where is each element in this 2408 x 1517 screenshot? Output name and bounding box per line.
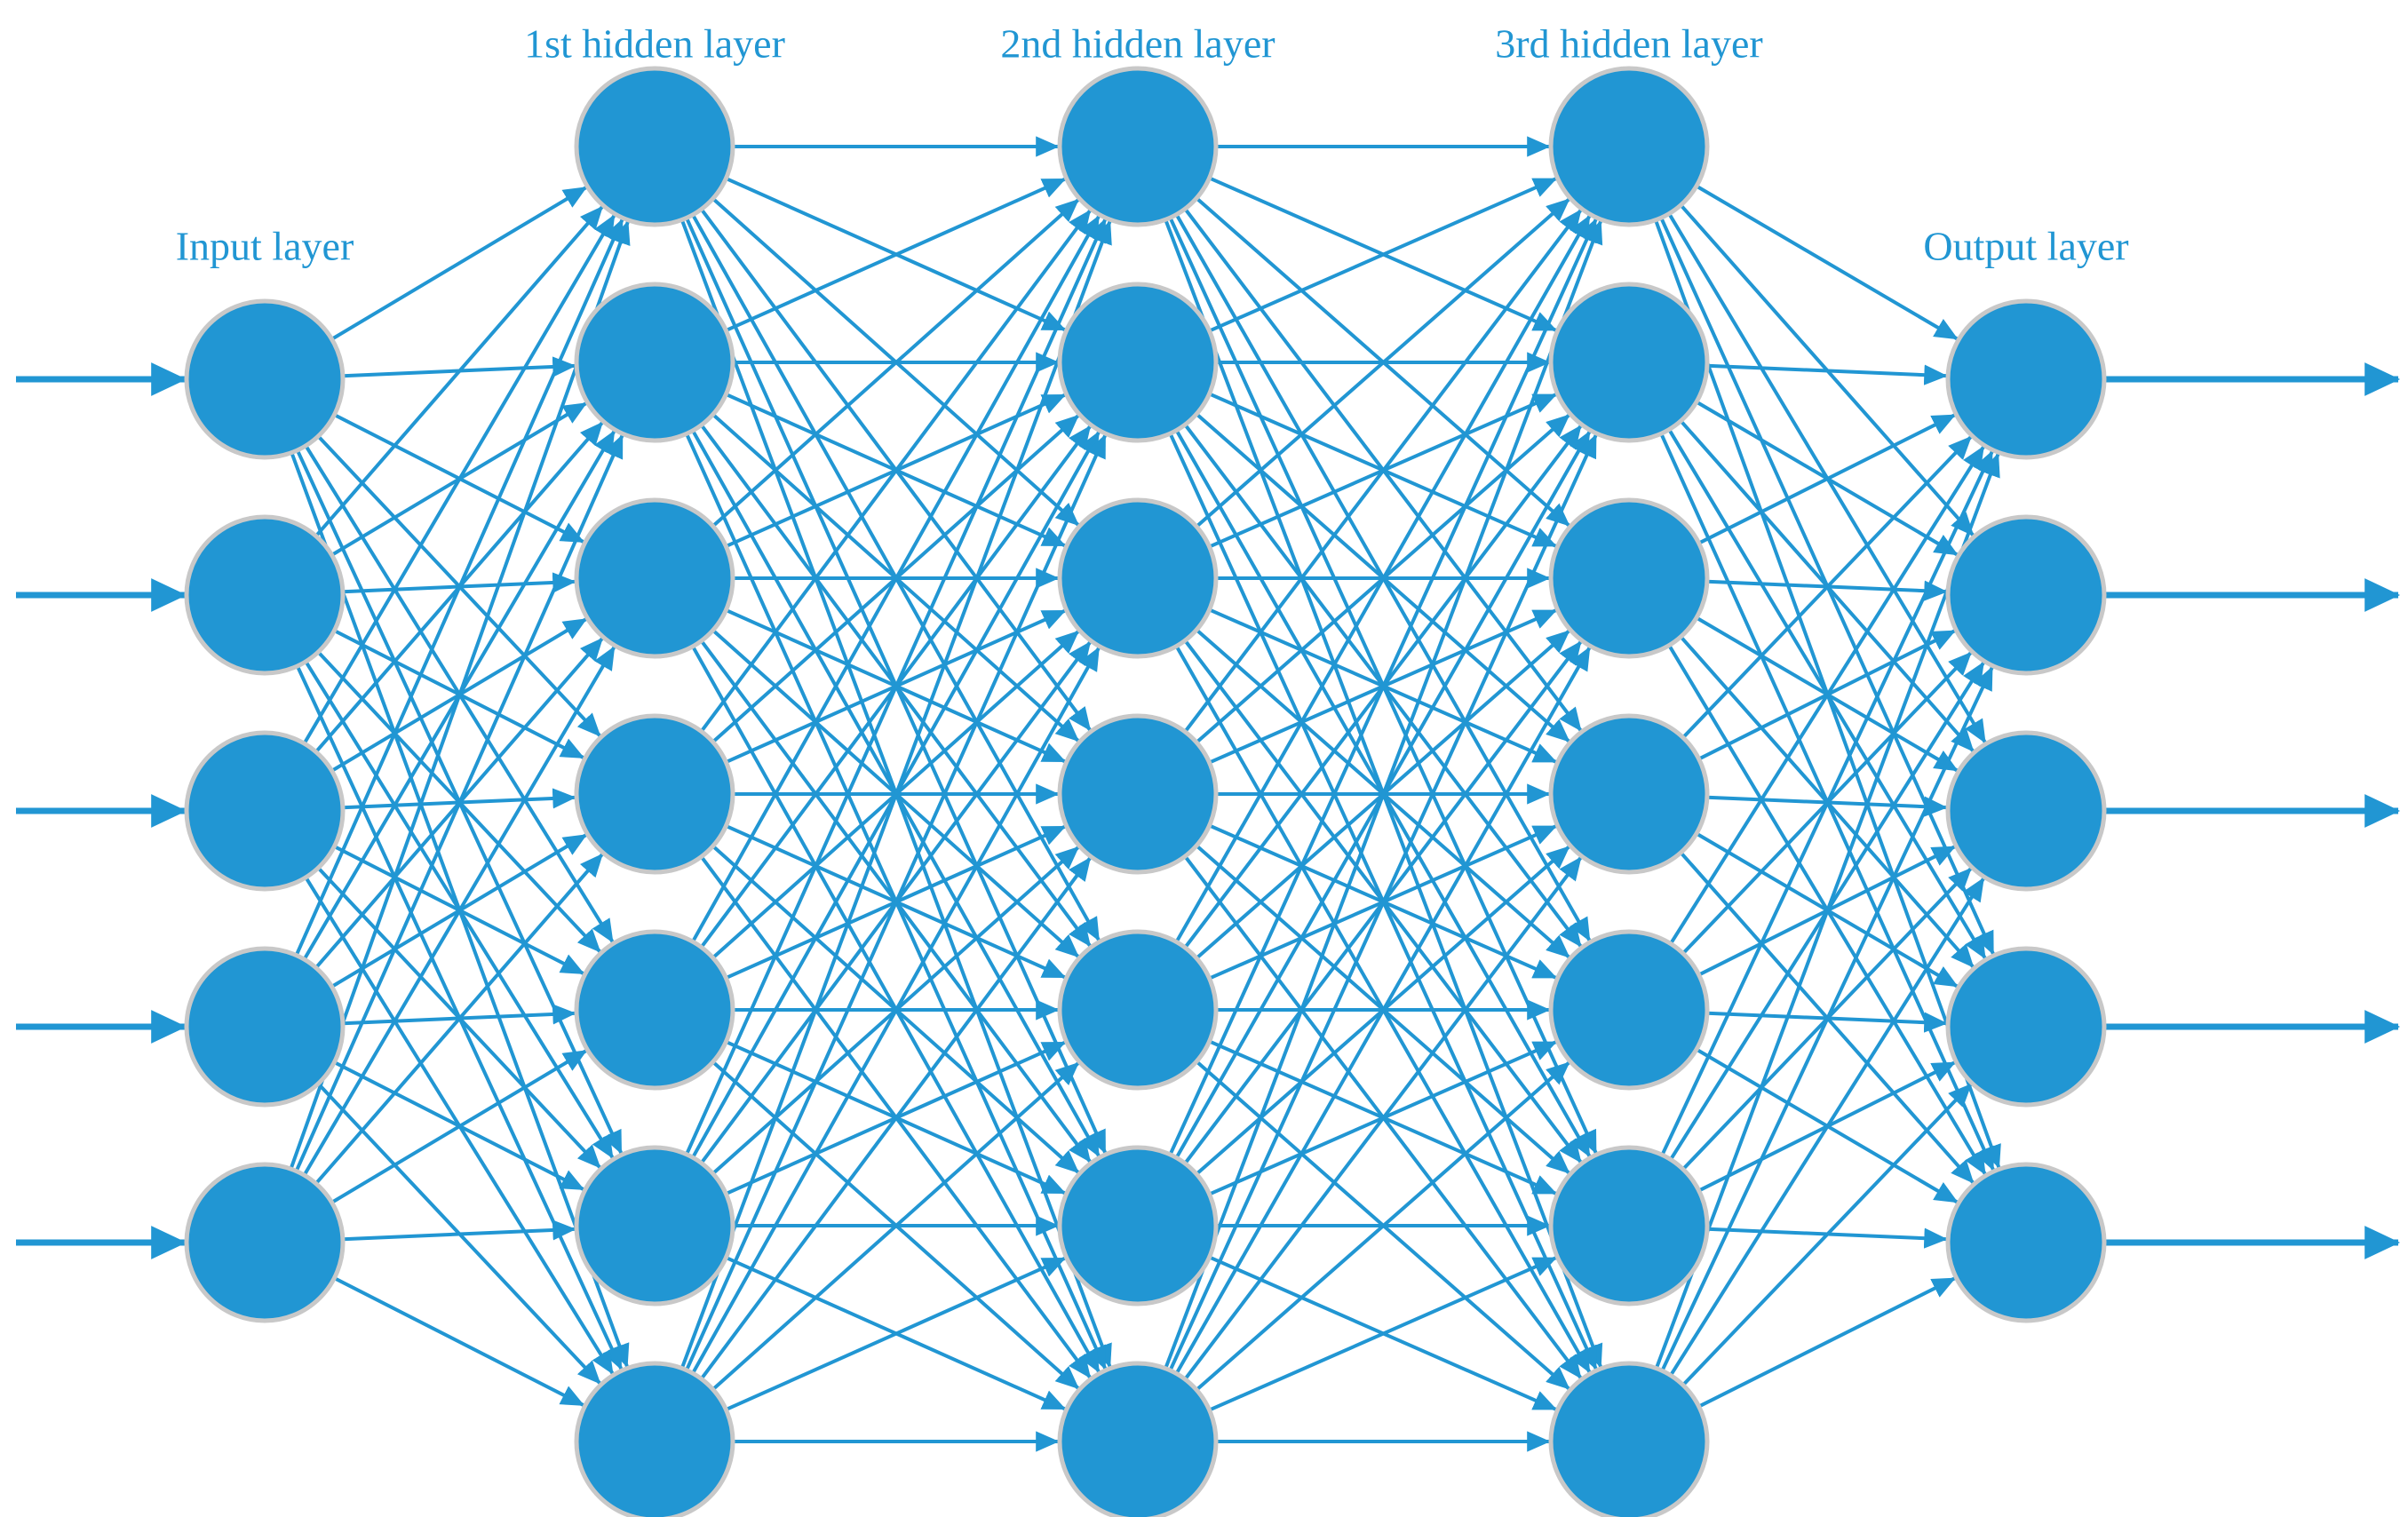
neuron-node-hidden3-7[interactable] [1548, 1361, 1710, 1517]
neuron-node-hidden2-3[interactable] [1057, 497, 1219, 659]
neuron-node-hidden3-5[interactable] [1548, 929, 1710, 1091]
neuron-node-hidden3-4[interactable] [1548, 713, 1710, 875]
connection-edge [711, 1061, 1080, 1391]
connection-edge [1695, 184, 1959, 341]
connection-edge [1208, 1256, 1558, 1412]
neuron-node-hidden1-2[interactable] [574, 282, 735, 443]
connection-edge [1654, 452, 2000, 1370]
neuron-node-hidden1-3[interactable] [574, 497, 735, 659]
connection-edge [700, 209, 1092, 733]
connection-edge [1681, 1083, 1973, 1386]
neuron-node-hidden1-1[interactable] [574, 66, 735, 227]
layer-label-hidden1: 1st hidden layer [524, 21, 785, 67]
neuron-node-output-1[interactable] [1945, 298, 2107, 460]
connection-edge [691, 215, 1101, 943]
connection-edge [289, 220, 631, 1170]
connection-edge [330, 1049, 588, 1204]
neuron-node-hidden2-4[interactable] [1057, 713, 1219, 875]
connection-edge [1208, 177, 1558, 333]
layer-labels: Input layer 1st hidden layer 2nd hidden la… [176, 21, 2129, 269]
connection-edge [1660, 666, 1994, 1372]
connection-edge [725, 1256, 1067, 1411]
connection-edge [1174, 646, 1592, 1375]
connection-edge [679, 219, 1112, 1370]
connection-edge [1183, 209, 1583, 734]
neuron-node-input-1[interactable] [184, 298, 346, 460]
connection-edge [1168, 433, 1598, 1371]
connection-edge [294, 433, 624, 1172]
connection-edge [314, 205, 604, 537]
neuron-node-input-2[interactable] [184, 514, 346, 676]
connection-edge [330, 186, 588, 341]
io-arrows [16, 362, 2401, 1259]
connection-edge [1660, 450, 1994, 1156]
neuron-node-hidden1-5[interactable] [574, 929, 735, 1091]
neuron-node-hidden3-3[interactable] [1548, 497, 1710, 659]
layer-label-output: Output layer [1923, 224, 2128, 269]
layer-label-hidden2: 2nd hidden layer [1000, 21, 1275, 67]
neuron-node-hidden1-7[interactable] [574, 1361, 735, 1517]
connection-edge [1183, 856, 1583, 1381]
connection-edge [302, 646, 616, 1177]
neuron-node-output-2[interactable] [1945, 514, 2107, 676]
connection-edge [333, 1276, 585, 1407]
neuron-node-hidden2-2[interactable] [1057, 282, 1219, 443]
connection-edge [1681, 435, 1973, 739]
neuron-node-input-3[interactable] [184, 730, 346, 892]
connection-edge [1706, 363, 1948, 385]
connection-edge [1669, 445, 1985, 945]
connection-edge [685, 433, 1108, 1371]
neuron-node-hidden3-2[interactable] [1548, 282, 1710, 443]
connection-edge [342, 1219, 576, 1242]
connection-edge [711, 198, 1080, 528]
neuron-node-hidden2-7[interactable] [1057, 1361, 1219, 1517]
neuron-node-hidden2-5[interactable] [1057, 929, 1219, 1091]
neuron-node-hidden1-6[interactable] [574, 1145, 735, 1307]
connection-edge [1164, 219, 1603, 1370]
connection-edge [691, 647, 1101, 1375]
neuron-node-hidden3-6[interactable] [1548, 1145, 1710, 1307]
connection-edges [289, 136, 2001, 1452]
connection-edge [1174, 214, 1592, 943]
neuron-node-output-4[interactable] [1945, 946, 2107, 1108]
neuron-node-hidden2-6[interactable] [1057, 1145, 1219, 1307]
neuron-node-input-4[interactable] [184, 946, 346, 1108]
connection-edge [1168, 218, 1598, 1156]
connection-edge [302, 214, 616, 745]
neuron-nodes [184, 66, 2107, 1517]
neuron-node-input-5[interactable] [184, 1162, 346, 1323]
connection-edge [700, 856, 1092, 1380]
connection-edge [1669, 877, 1985, 1377]
neuron-node-output-5[interactable] [1945, 1162, 2107, 1323]
connection-edge [1697, 413, 1956, 545]
neuron-node-hidden2-1[interactable] [1057, 66, 1219, 227]
connection-edge [725, 177, 1067, 332]
connection-edge [685, 218, 1108, 1156]
neuron-node-output-3[interactable] [1945, 730, 2107, 892]
layer-label-hidden3: 3rd hidden layer [1495, 21, 1762, 67]
neuron-node-hidden1-4[interactable] [574, 713, 735, 875]
connection-edge [1697, 1276, 1956, 1409]
connection-edge [314, 853, 604, 1185]
neuron-node-hidden3-1[interactable] [1548, 66, 1710, 227]
layer-label-input: Input layer [176, 224, 354, 269]
connection-edge [294, 218, 624, 957]
connection-edge [1195, 197, 1570, 528]
connection-edge [1195, 1060, 1570, 1392]
